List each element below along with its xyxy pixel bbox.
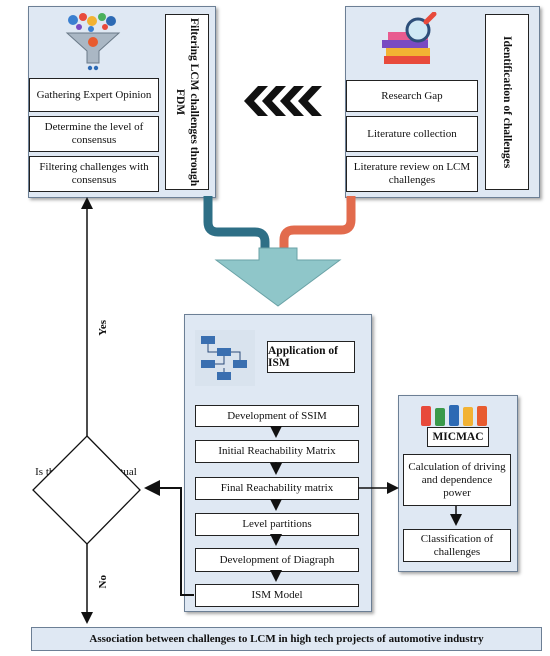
fdm-step-2: Determine the level of consensus — [29, 116, 159, 152]
blue-pipe — [203, 196, 270, 262]
micmac-step-1: Calculation of driving and dependence po… — [403, 454, 511, 506]
ism-step-3: Final Reachability matrix — [195, 477, 359, 500]
micmac-step-2: Classification of challenges — [403, 529, 511, 562]
chevron-left-arrows-icon — [244, 86, 322, 116]
ism-step-2: Initial Reachability Matrix — [195, 440, 359, 463]
fdm-step-3: Filtering challenges with consensus — [29, 156, 159, 192]
footer-bar: Association between challenges to LCM in… — [31, 627, 542, 651]
micmac-panel: MICMAC Calculation of driving and depend… — [398, 395, 518, 572]
fdm-panel: Gathering Expert Opinion Determine the l… — [28, 6, 216, 198]
abacus-icon — [421, 405, 487, 426]
micmac-title: MICMAC — [427, 427, 489, 447]
orange-pipe — [279, 196, 356, 262]
decision-diamond — [32, 435, 141, 545]
fdm-step-1: Gathering Expert Opinion — [29, 78, 159, 112]
hierarchy-icon — [195, 330, 255, 386]
fdm-title: Filtering LCM challenges through FDM — [165, 14, 209, 190]
identification-panel: Research Gap Literature collection Liter… — [345, 6, 540, 198]
ism-title: Application of ISM — [267, 341, 355, 373]
identification-step-2: Literature collection — [346, 116, 478, 152]
filter-funnel-icon — [65, 13, 121, 71]
funnel-arrow — [214, 247, 342, 307]
identification-step-3: Literature review on LCM challenges — [346, 156, 478, 192]
identification-step-1: Research Gap — [346, 80, 478, 112]
identification-title: Identification of challenges — [485, 14, 529, 190]
ism-step-6: ISM Model — [195, 584, 359, 607]
books-magnifier-icon — [382, 12, 437, 64]
